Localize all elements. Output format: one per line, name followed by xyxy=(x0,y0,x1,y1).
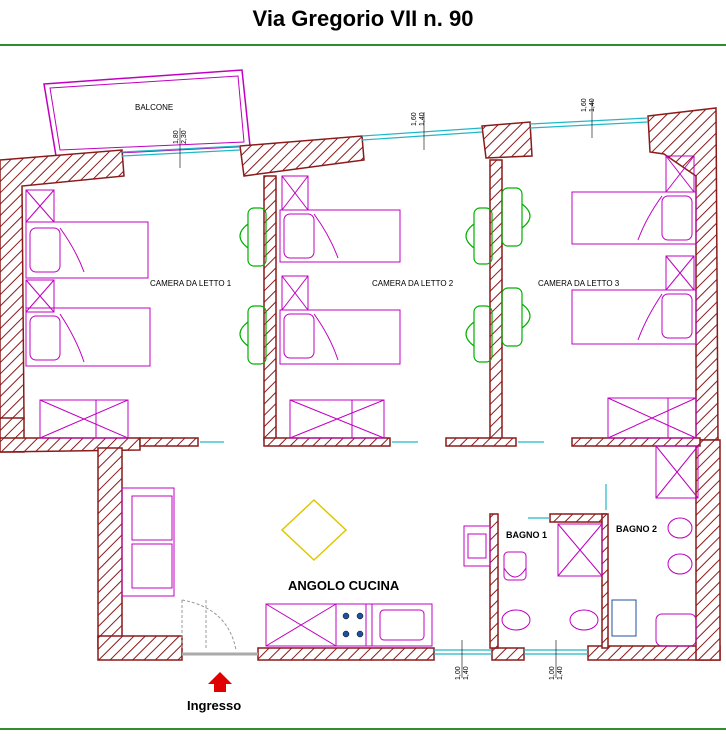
room-label-balcone: BALCONE xyxy=(135,103,173,112)
dim-bottom-2a: 1,00 xyxy=(549,666,556,680)
room-label-camera1: CAMERA DA LETTO 1 xyxy=(150,279,232,288)
stove-burners xyxy=(342,612,364,638)
bedroom-1-chairs xyxy=(239,207,267,365)
top-rule xyxy=(0,44,726,46)
room-label-camera2: CAMERA DA LETTO 2 xyxy=(372,279,454,288)
dim-bottom-1a: 1,00 xyxy=(455,666,462,680)
page-title: Via Gregorio VII n. 90 xyxy=(252,6,474,31)
outer-walls xyxy=(0,107,721,661)
dining-table xyxy=(280,498,348,562)
dim-mid-1: 1,60 xyxy=(411,112,418,126)
entrance-door xyxy=(181,599,237,651)
bathroom-fixtures xyxy=(463,445,699,647)
bedroom-3-furniture: CAMERA DA LETTO 3 xyxy=(538,155,697,439)
bedroom-1-furniture: CAMERA DA LETTO 1 xyxy=(25,189,232,439)
bedroom-2-chairs xyxy=(465,187,531,363)
windows xyxy=(121,117,649,655)
dim-right-1: 1,60 xyxy=(581,98,588,112)
washer xyxy=(611,599,637,637)
bottom-rule xyxy=(0,728,726,730)
room-label-camera3: CAMERA DA LETTO 3 xyxy=(538,279,620,288)
balcony: BALCONE xyxy=(43,69,251,157)
room-label-cucina: ANGOLO CUCINA xyxy=(288,578,400,593)
dim-bottom-1b: 1,40 xyxy=(463,666,470,680)
entrance-label: Ingresso xyxy=(187,698,241,713)
room-label-bagno2: BAGNO 2 xyxy=(616,524,657,534)
arrow-up-icon xyxy=(208,672,232,692)
dim-balcone-2: 2,30 xyxy=(181,130,188,144)
dim-mid-2: 1,40 xyxy=(419,112,426,126)
dim-balcone-1: 1,80 xyxy=(173,130,180,144)
living-furniture xyxy=(121,487,433,647)
dimension-labels: 1,80 2,30 1,60 1,40 1,60 1,40 1,00 1,40 … xyxy=(173,98,596,680)
room-label-bagno1: BAGNO 1 xyxy=(506,530,547,540)
bedroom-2-furniture: CAMERA DA LETTO 2 xyxy=(279,175,454,439)
interior-walls xyxy=(139,159,701,649)
dim-right-2: 1,40 xyxy=(589,98,596,112)
dim-bottom-2b: 1,40 xyxy=(557,666,564,680)
